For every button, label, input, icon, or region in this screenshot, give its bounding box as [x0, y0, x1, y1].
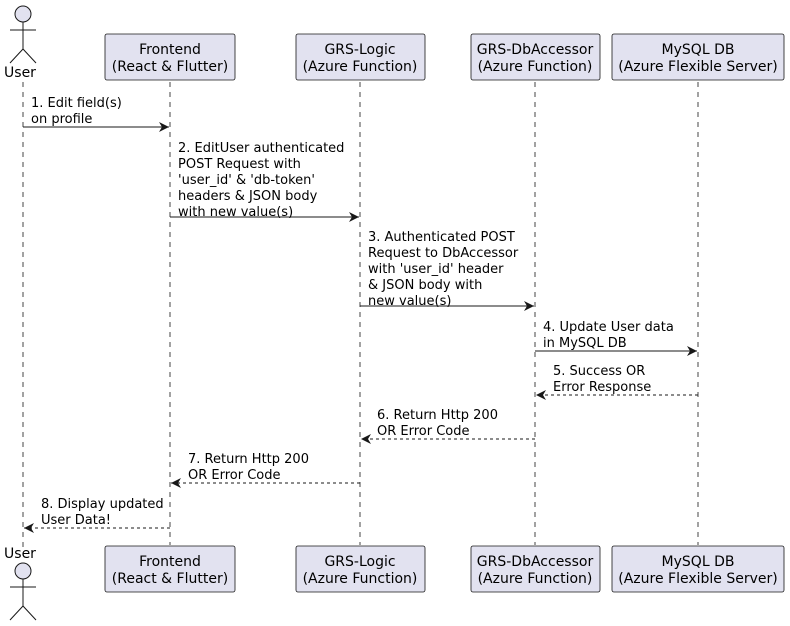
participant-platform: (Azure Function) [478, 59, 593, 75]
participant-frontend-bottom: Frontend (React & Flutter) [104, 545, 236, 593]
actor-label: User [4, 65, 36, 81]
message-2: 2. EditUser authenticated POST Request w… [170, 141, 359, 222]
participant-name: GRS-Logic [324, 42, 395, 58]
participant-name: MySQL DB [662, 42, 735, 58]
message-7: 7. Return Http 200 OR Error Code [171, 452, 360, 488]
participant-name: Frontend [139, 42, 201, 58]
participant-logic-top: GRS-Logic (Azure Function) [295, 33, 426, 81]
participant-dbaccessor-bottom: GRS-DbAccessor (Azure Function) [470, 545, 601, 593]
actor-label: User [4, 546, 36, 562]
message-5: 5. Success OR Error Response [536, 364, 698, 400]
participant-platform: (Azure Flexible Server) [618, 571, 777, 587]
message-label: 1. Edit field(s) on profile [31, 96, 126, 127]
message-label: 7. Return Http 200 OR Error Code [188, 452, 313, 483]
actor-stick-figure-icon [9, 562, 37, 621]
message-label: 5. Success OR Error Response [553, 364, 651, 395]
message-label: 8. Display updated User Data! [41, 497, 168, 528]
participant-name: GRS-DbAccessor [477, 554, 594, 570]
message-1: 1. Edit field(s) on profile [23, 96, 169, 132]
participant-platform: (Azure Function) [303, 59, 418, 75]
participant-dbaccessor-top: GRS-DbAccessor (Azure Function) [470, 33, 601, 81]
message-label: 3. Authenticated POST Request to DbAcces… [368, 230, 522, 309]
participant-platform: (React & Flutter) [112, 59, 228, 75]
participant-platform: (Azure Function) [303, 571, 418, 587]
participant-frontend-top: Frontend (React & Flutter) [104, 33, 236, 81]
actor-user-top: User [4, 5, 37, 81]
participant-platform: (Azure Function) [478, 571, 593, 587]
message-4: 4. Update User data in MySQL DB [535, 320, 697, 356]
message-label: 4. Update User data in MySQL DB [543, 320, 678, 351]
actor-user-bottom: User [4, 546, 37, 621]
participant-logic-bottom: GRS-Logic (Azure Function) [295, 545, 426, 593]
message-8: 8. Display updated User Data! [24, 497, 170, 533]
actor-stick-figure-icon [9, 5, 37, 64]
message-3: 3. Authenticated POST Request to DbAcces… [360, 230, 534, 311]
participant-name: MySQL DB [662, 554, 735, 570]
participant-mysql-top: MySQL DB (Azure Flexible Server) [611, 33, 785, 81]
message-label: 6. Return Http 200 OR Error Code [377, 408, 502, 439]
participant-mysql-bottom: MySQL DB (Azure Flexible Server) [611, 545, 785, 593]
message-label: 2. EditUser authenticated POST Request w… [178, 141, 349, 220]
participant-platform: (Azure Flexible Server) [618, 59, 777, 75]
participant-name: GRS-DbAccessor [477, 42, 594, 58]
participant-name: Frontend [139, 554, 201, 570]
lifelines [22, 82, 699, 548]
participant-name: GRS-Logic [324, 554, 395, 570]
participant-platform: (React & Flutter) [112, 571, 228, 587]
message-6: 6. Return Http 200 OR Error Code [361, 408, 535, 444]
